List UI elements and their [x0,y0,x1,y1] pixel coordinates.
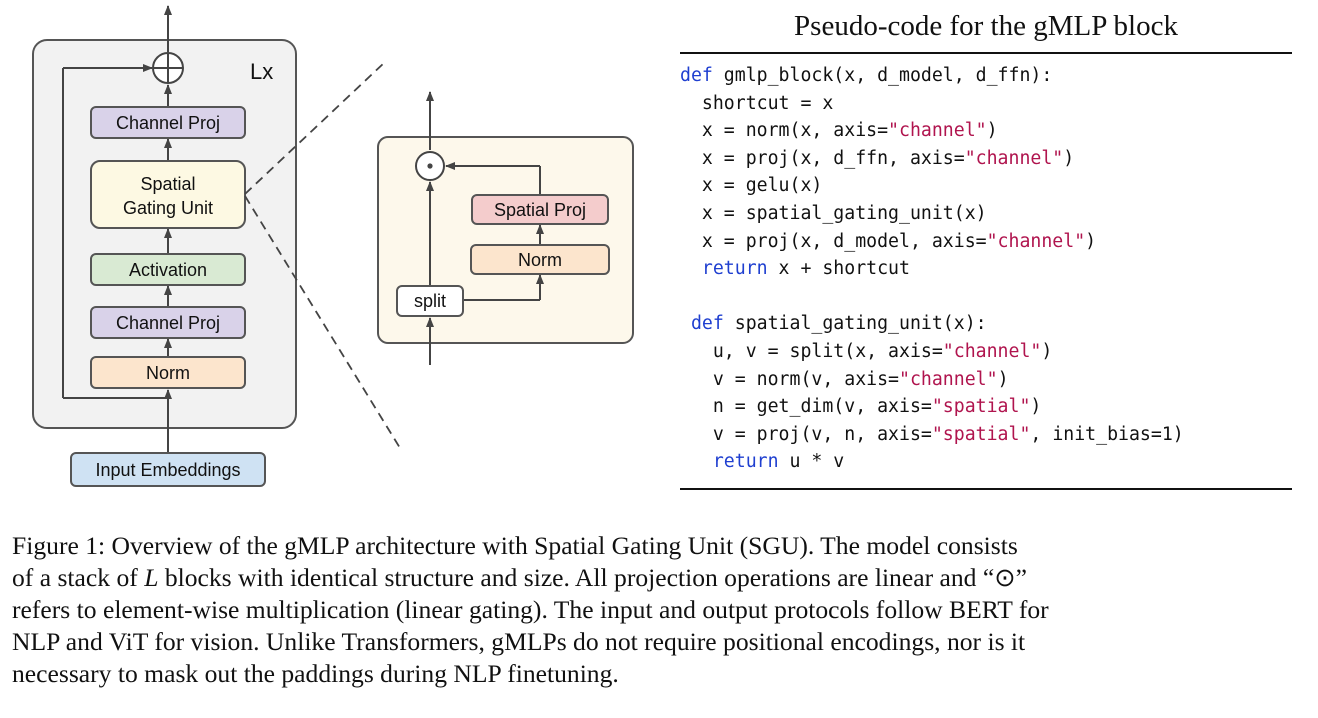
code-line: n = get_dim(v, axis="spatial") [680,393,1184,421]
code-line: shortcut = x [680,90,1184,118]
code-line: v = proj(v, n, axis="spatial", init_bias… [680,421,1184,449]
split-label: split [414,291,446,311]
elementwise-multiply-icon [415,151,445,181]
input-embeddings-box [70,452,266,487]
caption-line: of a stack of L blocks with identical st… [12,562,1308,594]
code-line-segment: ) [1030,396,1042,418]
code-line-segment: ) [997,368,1009,390]
pseudocode-title: Pseudo-code for the gMLP block [794,10,1178,42]
code-line-segment: x = norm(x, axis= [680,120,889,142]
pseudocode-block: def gmlp_block(x, d_model, d_ffn): short… [680,62,1184,476]
code-line: x = spatial_gating_unit(x) [680,200,1184,228]
code-line-segment: gmlp_block(x, d_model, d_ffn): [712,65,1053,86]
spatial-proj-box [471,194,609,225]
code-line-segment: n = get_dim(v, axis= [680,396,932,418]
code-line-segment: , init_bias=1) [1030,423,1184,445]
norm-box [90,356,246,389]
code-line: v = norm(v, axis="channel") [680,366,1184,394]
gmlp-diagram: Lx Channel Proj Spatial Gating Unit Acti… [32,5,634,487]
code-line-segment: ) [986,120,998,142]
code-rule-top [680,52,1292,54]
split-box [396,285,464,317]
caption-line-segment: NLP and ViT for vision. Unlike Transform… [12,627,1026,656]
sgu-label-line2: Gating Unit [123,198,213,218]
code-line: x = gelu(x) [680,172,1184,200]
code-line-segment: def [680,65,713,86]
code-line: def spatial_gating_unit(x): [680,310,1184,338]
sgu-norm-box [470,244,610,275]
zoom-line-bottom [244,195,401,449]
caption-line-segment: blocks with identical structure and size… [158,563,1028,592]
code-line-segment: v = norm(v, axis= [680,368,899,390]
caption-line: necessary to mask out the paddings durin… [12,658,1308,690]
norm-label: Norm [146,363,190,383]
code-line: return x + shortcut [680,255,1184,283]
code-line-segment: v = proj(v, n, axis= [680,423,932,445]
code-rule-bottom [680,488,1292,490]
code-line: x = proj(x, d_ffn, axis="channel") [680,145,1184,173]
code-line-segment: x = proj(x, d_ffn, axis= [680,147,965,169]
activation-box [90,253,246,286]
sgu-label-line1: Spatial [140,174,195,194]
input-embeddings-label: Input Embeddings [95,460,240,480]
code-line-segment: shortcut = x [680,92,834,114]
figure-caption: Figure 1: Overview of the gMLP architect… [12,530,1308,690]
code-line: u, v = split(x, axis="channel") [680,338,1184,366]
channel-proj-bottom-box [90,306,246,339]
code-line: x = norm(x, axis="channel") [680,117,1184,145]
caption-line-segment: refers to element-wise multiplication (l… [12,595,1049,624]
spatial-proj-label: Spatial Proj [494,200,586,220]
residual-add-icon [152,52,184,84]
code-line-segment: ) [1085,230,1097,252]
spatial-gating-unit-box [90,160,246,229]
code-line-segment: return [712,451,779,473]
caption-line: refers to element-wise multiplication (l… [12,594,1308,626]
activation-label: Activation [129,260,207,280]
code-line: return u * v [680,448,1184,476]
code-line-segment [680,258,702,279]
caption-line: Figure 1: Overview of the gMLP architect… [12,530,1308,562]
channel-proj-bottom-label: Channel Proj [116,313,220,333]
code-line-segment: "spatial" [931,423,1031,445]
code-line-segment: "channel" [942,340,1042,362]
code-line-segment: x + shortcut [767,258,910,280]
code-line-segment: u * v [778,451,845,473]
code-line-segment [680,313,691,334]
code-line: def gmlp_block(x, d_model, d_ffn): [680,62,1184,90]
caption-line-segment: Figure 1: Overview of the gMLP architect… [12,531,1018,560]
code-line-segment: spatial_gating_unit(x): [723,313,987,335]
zoom-line-top [244,61,386,195]
code-line-segment: u, v = split(x, axis= [680,340,943,362]
repeat-label: Lx [250,59,273,84]
code-line-segment: "channel" [888,120,987,142]
caption-line-segment: necessary to mask out the paddings durin… [12,659,619,688]
code-line-segment: ) [1063,147,1075,169]
code-line [680,283,1184,311]
code-line-segment: def [690,313,724,335]
code-line-segment: "channel" [964,147,1064,169]
code-line: x = proj(x, d_model, axis="channel") [680,228,1184,256]
code-line-segment [680,451,713,472]
code-line-segment: "channel" [986,230,1086,252]
code-line-segment: "spatial" [931,396,1031,418]
code-line-segment: ) [1041,340,1053,362]
caption-line-segment: L [144,563,159,592]
architecture-figure: Lx Channel Proj Spatial Gating Unit Acti… [32,5,1292,490]
code-line-segment: return [701,258,768,280]
code-line-segment: x = spatial_gating_unit(x) [680,202,987,224]
code-line-segment: x = proj(x, d_model, axis= [680,230,987,252]
channel-proj-top-box [90,106,246,139]
caption-line-segment: of a stack of [12,563,145,592]
code-line-segment: x = gelu(x) [680,175,823,197]
code-line-segment: "channel" [899,368,998,390]
caption-line: NLP and ViT for vision. Unlike Transform… [12,626,1308,658]
sgu-norm-label: Norm [518,250,562,270]
channel-proj-top-label: Channel Proj [116,113,220,133]
